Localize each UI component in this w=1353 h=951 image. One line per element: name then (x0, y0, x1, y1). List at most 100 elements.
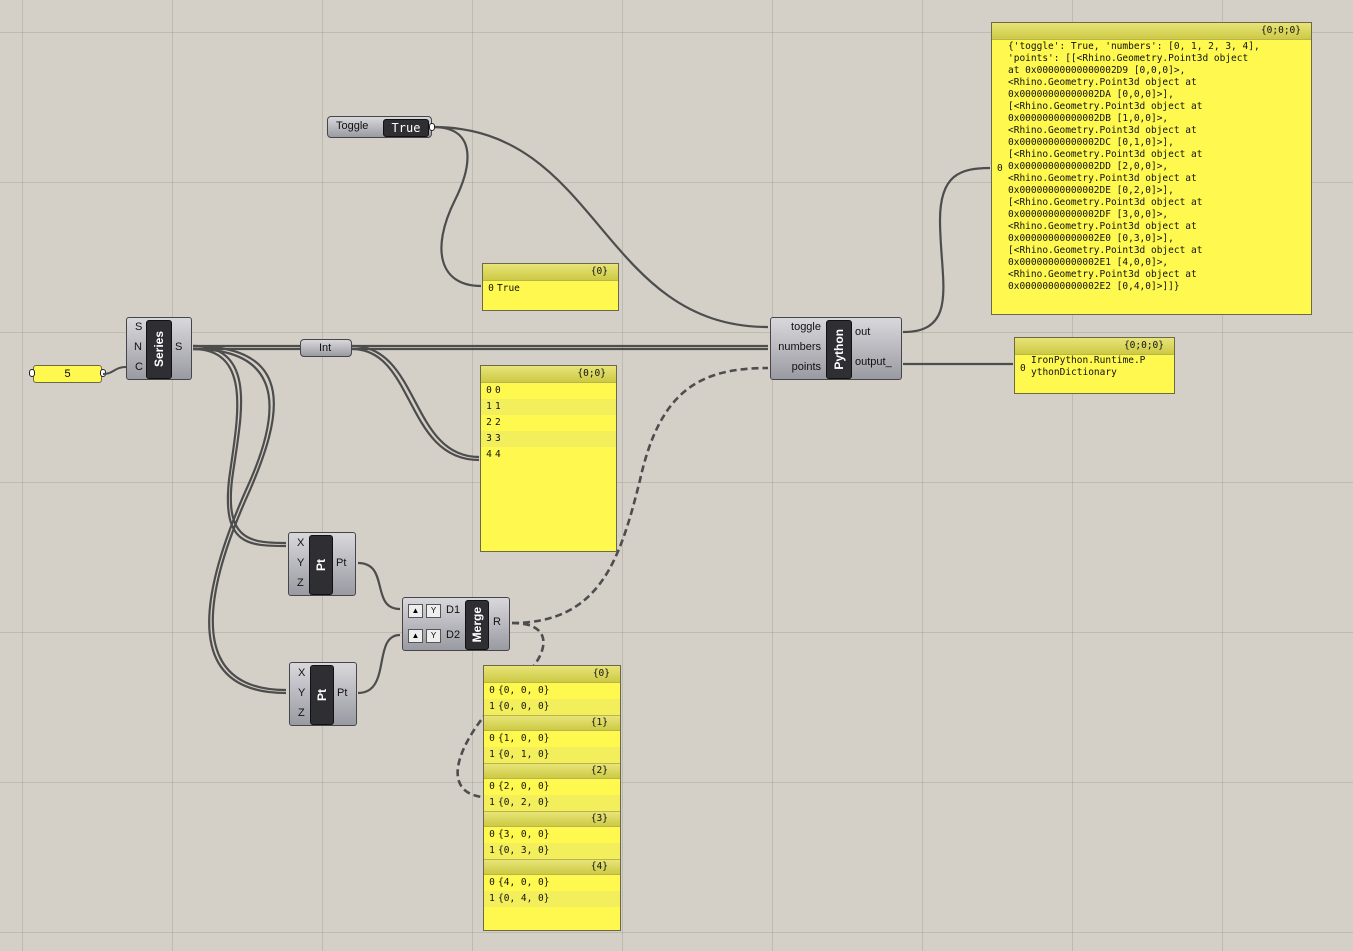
item-index: 0 (486, 385, 492, 396)
item-value: 3 (495, 433, 501, 444)
wire-pt1-to-merge (357, 561, 401, 611)
python-output-output: output_ (855, 356, 892, 368)
panel-python-output[interactable]: {0;0;0} 0 {'toggle': True, 'numbers': [0… (991, 22, 1312, 315)
list-item: 1{0, 1, 0} (484, 747, 620, 763)
python-core[interactable]: Python (826, 320, 852, 379)
item-value: True (497, 283, 520, 294)
merge-core[interactable]: Merge (465, 600, 489, 650)
item-value: {2, 0, 0} (498, 781, 550, 792)
panel-path-header: {0} (484, 666, 620, 683)
item-index: 1 (489, 893, 495, 904)
panel-text: {'toggle': True, 'numbers': [0, 1, 2, 3,… (1008, 41, 1260, 292)
pt1-output: Pt (336, 557, 347, 569)
construct-point-2[interactable]: X Y Z Pt Pt (289, 662, 357, 726)
item-value: {0, 0, 0} (498, 685, 550, 696)
pt1-core[interactable]: Pt (309, 535, 333, 595)
series-input-n: N (134, 341, 142, 353)
pt2-core[interactable]: Pt (310, 665, 334, 725)
python-script-component[interactable]: toggle numbers points Python out output_ (770, 317, 902, 380)
pt2-output: Pt (337, 687, 348, 699)
list-item: 1{0, 3, 0} (484, 843, 620, 859)
panel-text: IronPython.Runtime.P ythonDictionary (1031, 355, 1146, 378)
item-index: 1 (489, 749, 495, 760)
panel-path-header: {0;0} (481, 366, 616, 383)
item-value: {1, 0, 0} (498, 733, 550, 744)
series-core[interactable]: Series (146, 320, 172, 379)
merge-output-r: R (493, 616, 501, 628)
pt2-input-y: Y (298, 687, 306, 699)
python-input-points: points (791, 361, 821, 373)
merge-component[interactable]: ▲ Y D1 ▲ Y D2 Merge R (402, 597, 510, 651)
merge-input-d1: D1 (446, 604, 461, 616)
python-input-numbers: numbers (778, 341, 821, 353)
list-item: 1{0, 0, 0} (484, 699, 620, 715)
toggle-value-button[interactable]: True (383, 119, 429, 137)
list-item: 1{0, 4, 0} (484, 891, 620, 907)
list-item: 0{1, 0, 0} (484, 731, 620, 747)
panel-path-header: {4} (484, 859, 620, 875)
item-index: 1 (489, 845, 495, 856)
panel-dictionary-output[interactable]: {0;0;0} 0 IronPython.Runtime.P ythonDict… (1014, 337, 1175, 394)
panel-path-header: {3} (484, 811, 620, 827)
pt1-input-x: X (297, 537, 305, 549)
boolean-toggle[interactable]: Toggle True (327, 116, 435, 138)
series-input-c: C (135, 361, 143, 373)
panel-path-header: {2} (484, 763, 620, 779)
construct-point-1[interactable]: X Y Z Pt Pt (288, 532, 356, 596)
merge-title: Merge (470, 607, 484, 643)
flatten-icon[interactable]: Y (426, 629, 441, 643)
item-index: 0 (997, 163, 1003, 174)
panel-points-tree[interactable]: {0} 0{0, 0, 0} 1{0, 0, 0} {1} 0{1, 0, 0}… (483, 665, 621, 931)
number-slider[interactable]: 5 (33, 365, 102, 383)
item-value: {0, 1, 0} (498, 749, 550, 760)
item-index: 0 (1020, 363, 1026, 374)
item-index: 0 (488, 283, 494, 294)
item-index: 0 (489, 877, 495, 888)
wire-series-to-pt1-x-b (192, 347, 287, 548)
item-value: {3, 0, 0} (498, 829, 550, 840)
list-item: 0{3, 0, 0} (484, 827, 620, 843)
graft-icon[interactable]: ▲ (408, 604, 423, 618)
panel-path-header: {0} (483, 264, 618, 281)
wire-pt2-to-merge (357, 633, 401, 695)
item-index: 4 (486, 449, 492, 460)
pt1-input-y: Y (297, 557, 305, 569)
python-output-out: out (855, 326, 871, 338)
item-value: {4, 0, 0} (498, 877, 550, 888)
int-parameter[interactable]: Int (300, 339, 352, 357)
series-title: Series (152, 331, 166, 368)
item-index: 0 (489, 685, 495, 696)
item-value: 2 (495, 417, 501, 428)
pt2-input-x: X (298, 667, 306, 679)
item-index: 3 (486, 433, 492, 444)
toggle-label: Toggle (336, 120, 369, 132)
item-index: 0 (489, 733, 495, 744)
wire-int-to-panel-b (351, 347, 480, 462)
item-index: 1 (489, 797, 495, 808)
merge-input-d2: D2 (446, 629, 461, 641)
panel-path-header: {1} (484, 715, 620, 731)
wire-toggle-to-python (432, 125, 769, 329)
pt2-title: Pt (315, 689, 329, 701)
pt1-title: Pt (314, 559, 328, 571)
flatten-icon[interactable]: Y (426, 604, 441, 618)
wire-series-to-pt2-y-b (192, 347, 287, 695)
pt2-input-z: Z (298, 707, 305, 719)
graft-icon[interactable]: ▲ (408, 629, 423, 643)
item-value: {0, 0, 0} (498, 701, 550, 712)
wire-slider-to-series (102, 366, 127, 375)
list-item: 1{0, 2, 0} (484, 795, 620, 811)
series-output-s: S (175, 341, 183, 353)
toggle-output-grip[interactable] (429, 123, 435, 131)
slider-input-grip[interactable] (29, 369, 35, 377)
series-component[interactable]: S N C Series S (126, 317, 192, 380)
panel-path-header: {0;0;0} (1015, 338, 1174, 355)
